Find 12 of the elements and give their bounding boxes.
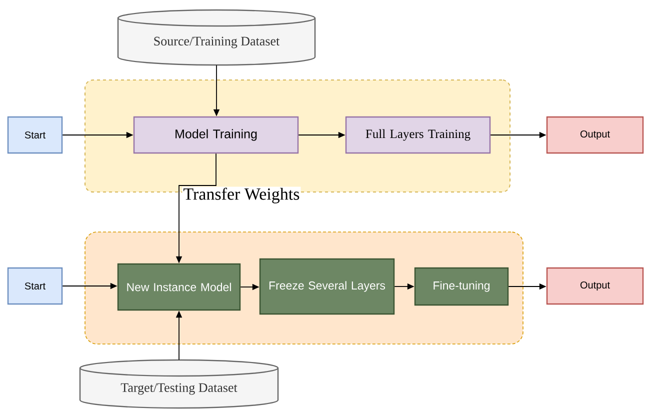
dataset-cylinder: Target/Testing Dataset [79, 359, 279, 409]
process-box: Full Layers Training [345, 116, 491, 154]
start-box: Start [7, 267, 63, 305]
edge-label: Transfer Weights [184, 188, 300, 204]
process-box: New Instance Model [117, 263, 241, 311]
dataset-cylinder: Source/Training Dataset [117, 9, 316, 66]
output-box: Output [546, 116, 644, 154]
process-box: Fine-tuning [414, 267, 509, 306]
process-box: Model Training [133, 116, 299, 154]
output-box: Output [546, 267, 644, 305]
start-box: Start [7, 116, 63, 154]
process-box: Freeze Several Layers [259, 258, 395, 315]
